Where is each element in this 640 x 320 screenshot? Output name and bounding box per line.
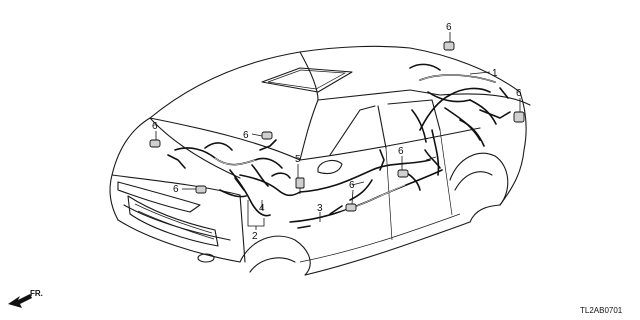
part-6-left	[195, 185, 207, 194]
callouts: 1 2 3 4 5 6 6 6 6 6 6 6	[152, 22, 522, 242]
direction-label: FR.	[30, 289, 43, 298]
callout-2: 2	[252, 231, 258, 242]
part-6-door	[397, 169, 409, 178]
diagram-code: TL2AB0701	[580, 306, 623, 315]
part-6-fender	[149, 139, 161, 148]
callout-5: 5	[295, 154, 301, 165]
part-6-floor	[345, 203, 357, 212]
callout-6-left: 6	[173, 184, 179, 195]
callout-3: 3	[317, 203, 323, 214]
callout-6-door: 6	[398, 146, 404, 157]
callout-6-rear: 6	[516, 88, 522, 99]
rear-harness	[409, 63, 511, 176]
part-6-upper	[261, 131, 273, 140]
engine-room-harness	[167, 139, 301, 217]
part-5-bolt	[295, 177, 305, 194]
callout-1: 1	[492, 68, 498, 79]
part-6-rear	[513, 111, 525, 123]
part-6-roof	[443, 41, 455, 51]
callout-6-floor: 6	[349, 180, 355, 191]
callout-6-fender: 6	[152, 121, 158, 132]
leader-lines	[155, 32, 521, 230]
callout-6-upper: 6	[243, 130, 249, 141]
callout-4: 4	[259, 203, 265, 214]
callout-6-roof: 6	[446, 22, 452, 33]
front-direction-arrow: FR.	[8, 289, 43, 308]
car-body	[109, 45, 531, 276]
floor-harness	[289, 149, 443, 229]
